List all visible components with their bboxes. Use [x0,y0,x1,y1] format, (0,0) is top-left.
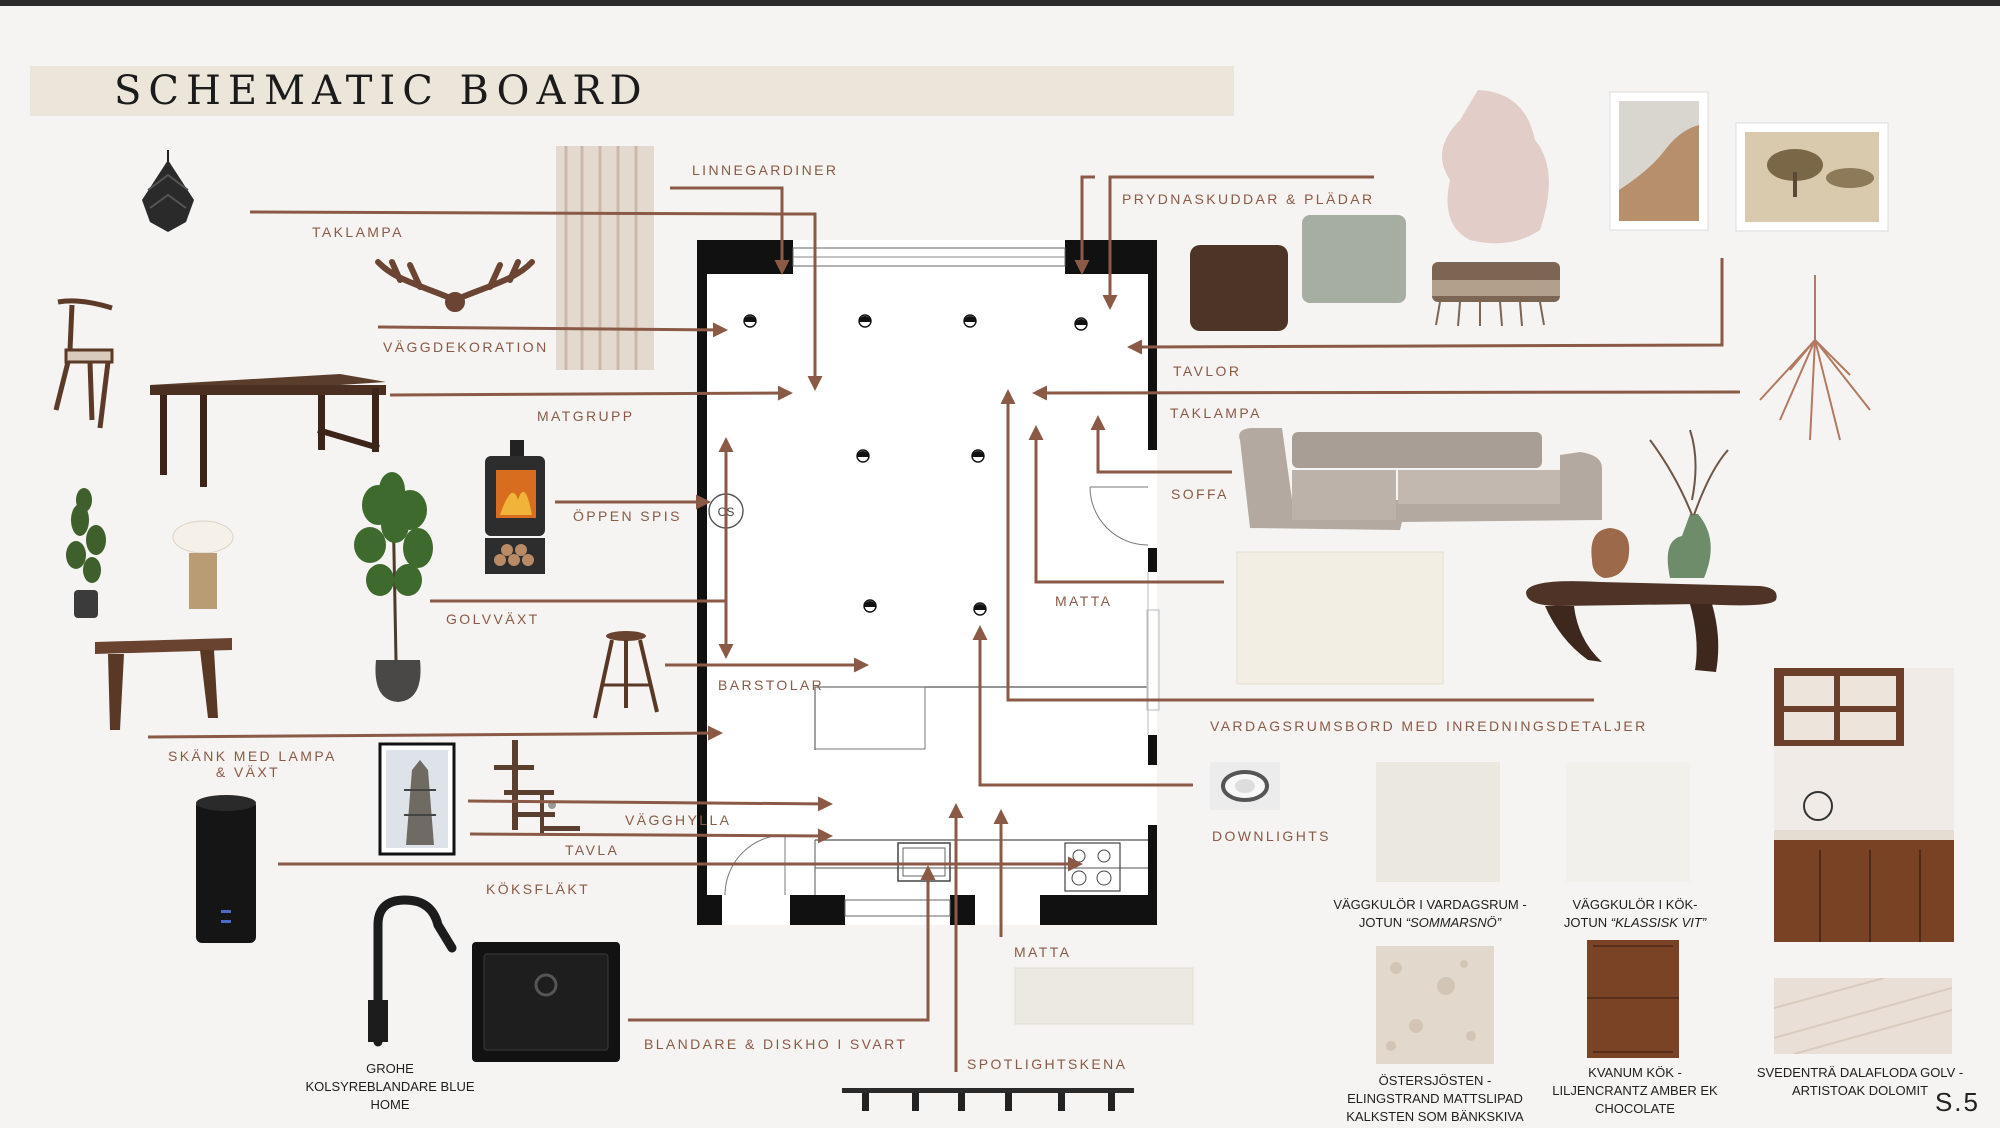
caption-vardagsrum-color: VÄGGKULÖR I VARDAGSRUM - JOTUN “SOMMARSN… [1320,896,1540,932]
label-taklampa-left: TAKLAMPA [312,224,404,240]
page-title: SCHEMATIC BOARD [114,68,649,114]
caption-svedentra: SVEDENTRÄ DALAFLODA GOLV - ARTISTOAK DOL… [1755,1064,1965,1100]
label-oppen-spis: ÖPPEN SPIS [573,508,682,524]
caption-ostersjosten-line2: ELINGSTRAND MATTSLIPAD [1347,1091,1523,1106]
label-skank-line2: & VÄXT [215,764,281,780]
label-skank: SKÄNK MED LAMPA & VÄXT [168,748,337,780]
caption-vardagsrum-line1: VÄGGKULÖR I VARDAGSRUM - [1333,897,1527,912]
label-blandare: BLANDARE & DISKHO I SVART [644,1036,908,1052]
caption-svedentra-line2: ARTISTOAK DOLOMIT [1791,1083,1929,1098]
pendant-lamp-image [142,150,194,232]
floor-planks [1773,977,1953,1055]
label-tavla: TAVLA [565,842,620,858]
label-matgrupp: MATGRUPP [537,408,635,424]
caption-grohe-line1: GROHE [366,1061,414,1076]
caption-grohe-line3: HOME [370,1097,410,1112]
label-vaggdekoration: VÄGGDEKORATION [383,339,549,355]
framed-print-coast-image [1609,91,1709,231]
caption-kvanum-line3: CHOCOLATE [1595,1101,1675,1116]
caption-kvanum-line2: LILJENCRANTZ AMBER EK [1552,1083,1718,1098]
caption-kok-line1: VÄGGKULÖR I KÖK- [1572,897,1698,912]
oak-panel-lines [1587,945,1679,1053]
title-band [30,66,1234,116]
caption-ostersjosten-line1: ÖSTERSJÖSTEN - [1378,1073,1492,1088]
caption-grohe: GROHE KOLSYREBLANDARE BLUE HOME [300,1060,480,1114]
swatch-sommarsno [1376,762,1500,882]
label-tavlor: TAVLOR [1173,363,1242,379]
caption-ostersjosten-line3: KALKSTEN SOM BÄNKSKIVA [1346,1109,1524,1124]
area-rug-image [1236,551,1444,685]
label-taklampa-right: TAKLAMPA [1170,405,1262,421]
dining-chair-image [53,298,114,429]
branch-pendant-image [1759,275,1871,441]
console-table-image [95,638,232,730]
curtain-image [556,146,654,370]
table-lamp-image [172,520,234,609]
cooker-hood-image [196,795,256,943]
page-number: S.5 [1934,1087,1980,1117]
label-barstolar: BARSTOLAR [718,677,825,693]
caption-vardagsrum-name: “SOMMARSNÖ” [1405,915,1502,930]
runner-rug-image [1014,967,1194,1025]
label-golvvaxt: GOLVVÄXT [446,611,540,627]
caption-kok-name: “KLASSISK VIT” [1610,915,1707,930]
label-matta-bottom: MATTA [1014,944,1072,960]
caption-kvanum: KVANUM KÖK - LILJENCRANTZ AMBER EK CHOCO… [1545,1064,1725,1118]
small-plant-image [66,488,106,618]
black-sink-image [472,942,620,1062]
caption-svedentra-line1: SVEDENTRÄ DALAFLODA GOLV - [1756,1065,1964,1080]
downlight-image [1210,762,1280,810]
sheepskin-image [1442,90,1549,244]
label-downlights: DOWNLIGHTS [1212,828,1331,844]
framed-print-landscape-image [1735,122,1889,232]
swatch-ostersjosten [1376,946,1494,1064]
swatch-klassisk-vit [1566,762,1690,882]
label-skank-line1: SKÄNK MED LAMPA [168,748,337,764]
label-vagghylla: VÄGGHYLLA [625,812,732,828]
corner-sofa-image [1239,428,1602,530]
antler-decoration-image [375,259,535,312]
coffee-table-image [1526,429,1777,672]
label-linnegardiner: LINNEGARDINER [692,162,839,178]
caption-grohe-line2: KOLSYREBLANDARE BLUE [305,1079,475,1094]
swatch-kvanum-oak [1587,940,1679,1058]
label-koksflakt: KÖKSFLÄKT [486,881,591,897]
caption-vardagsrum-prefix: JOTUN [1358,915,1406,930]
caption-kok-color: VÄGGKULÖR I KÖK- JOTUN “KLASSISK VIT” [1540,896,1730,932]
label-vardagsrumsbord: VARDAGSRUMSBORD MED INREDNINGSDETALJER [1210,718,1648,734]
label-soffa: SOFFA [1171,486,1229,502]
caption-ostersjosten: ÖSTERSJÖSTEN - ELINGSTRAND MATTSLIPAD KA… [1340,1072,1530,1126]
bar-stool-image [593,631,659,719]
cushions-throws-image [1190,215,1560,331]
wood-stove-image [485,440,545,574]
label-spotlightskena: SPOTLIGHTSKENA [967,1056,1128,1072]
label-matta-mid: MATTA [1055,593,1113,609]
caption-kok-prefix: JOTUN [1563,915,1611,930]
caption-kvanum-line1: KVANUM KÖK - [1588,1065,1682,1080]
kitchen-photo-image [1774,668,1954,942]
faucet-image [368,895,457,1047]
floor-plant-image [354,472,433,702]
spotlight-track-image [842,1088,1134,1111]
framed-tower-artwork-image [378,742,456,856]
stone-texture [1386,960,1476,1051]
dining-table-image [150,374,386,487]
label-prydnaskuddar: PRYDNASKUDDAR & PLÄDAR [1122,191,1375,207]
swatch-svedentra-floor [1773,977,1953,1055]
top-border [0,0,2000,6]
